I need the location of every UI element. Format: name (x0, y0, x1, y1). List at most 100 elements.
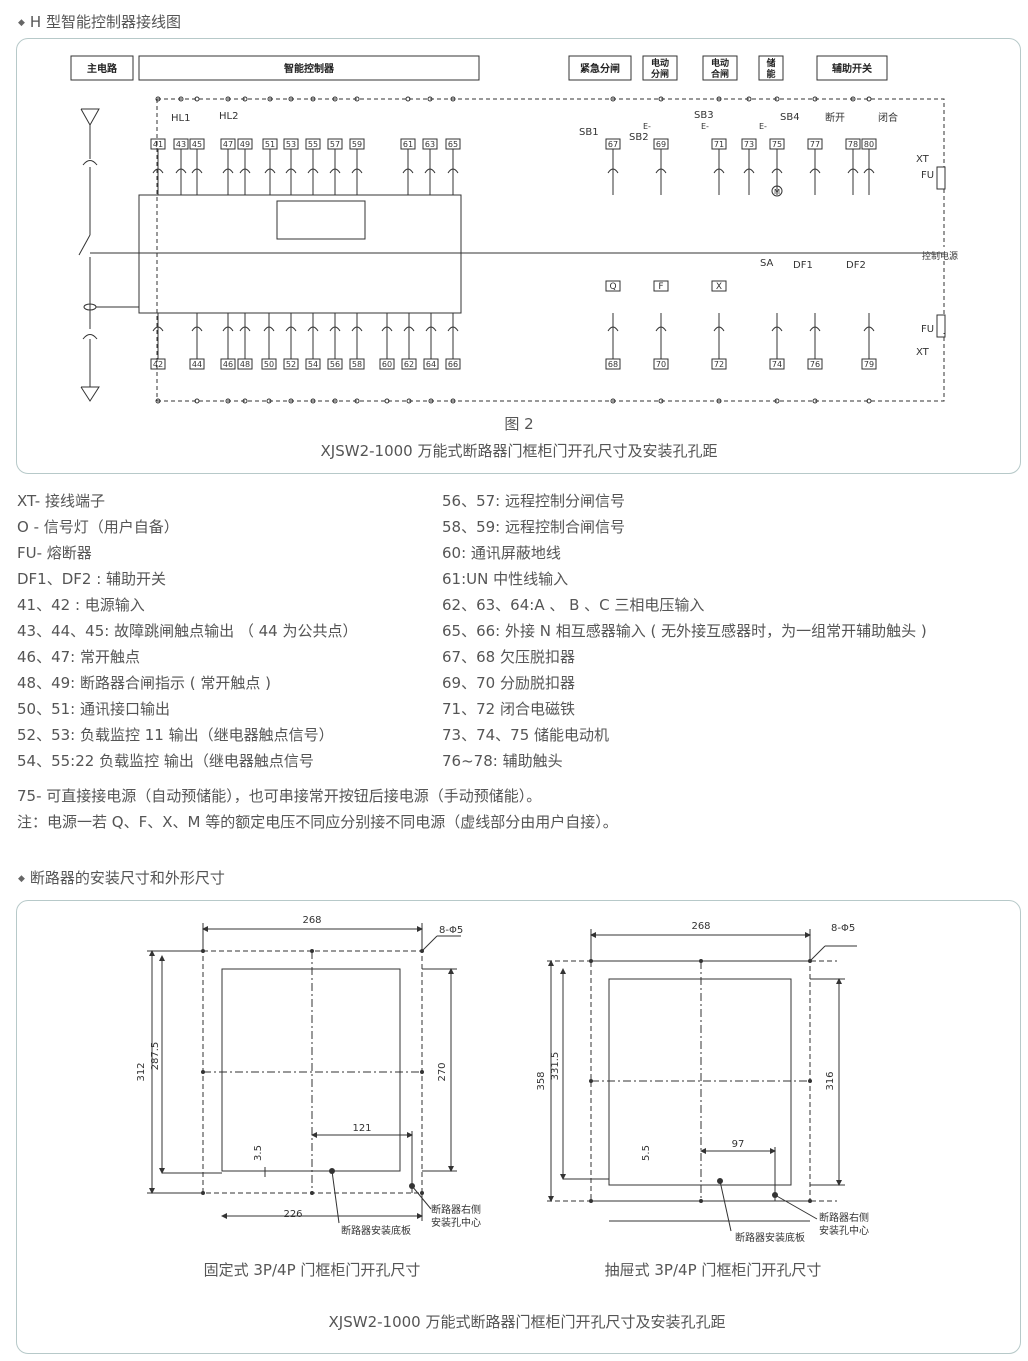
svg-text:X: X (716, 282, 722, 292)
terminal: 78 (845, 96, 861, 195)
fixed-type-drawing (147, 923, 461, 1224)
terminal: 56 (327, 313, 343, 404)
legend-item: 50、51: 通讯接口输出 (17, 700, 170, 718)
svg-text:断路器安装底板: 断路器安装底板 (341, 1224, 411, 1237)
svg-text:268: 268 (302, 915, 321, 926)
svg-text:97: 97 (732, 1139, 745, 1150)
terminal-label: 60 (382, 360, 392, 369)
svg-text:268: 268 (691, 921, 710, 932)
svg-text:M: M (774, 188, 780, 196)
svg-text:安装孔中心: 安装孔中心 (431, 1216, 481, 1229)
wiring-caption: XJSW2-1000 万能式断路器门框柜门开孔尺寸及安装孔孔距 (321, 442, 718, 460)
svg-text:断路器右侧: 断路器右侧 (431, 1203, 481, 1216)
terminal-label: 69 (656, 140, 666, 149)
terminal: 66 (445, 313, 461, 404)
terminal-label: 62 (404, 360, 414, 369)
terminal: 59 (349, 96, 365, 195)
dimensions-caption: XJSW2-1000 万能式断路器门框柜门开孔尺寸及安装孔孔距 (329, 1313, 726, 1331)
section-title-dimensions: ◆断路器的安装尺寸和外形尺寸 (18, 869, 225, 887)
legend-item: 46、47: 常开触点 (17, 648, 140, 666)
terminal: 61 (400, 96, 416, 195)
svg-text:分闸: 分闸 (651, 68, 669, 80)
terminal: 80 (861, 96, 877, 195)
terminal: 77 (807, 96, 823, 195)
legend-right: 56、57: 远程控制分闸信号 58、59: 远程控制合闸信号 60: 通讯屏蔽… (442, 488, 927, 774)
terminal: 79 (861, 313, 877, 404)
terminal-label: 48 (240, 360, 250, 369)
svg-text:XT: XT (916, 347, 930, 358)
section-title-wiring: ◆H 型智能控制器接线图 (18, 13, 181, 31)
legend-item: 41、42 : 电源输入 (17, 596, 145, 614)
svg-text:SB1: SB1 (579, 127, 599, 138)
terminal-label: 58 (352, 360, 362, 369)
terminal-label: 44 (192, 360, 202, 369)
terminal-label: 78 (848, 140, 858, 149)
terminal: 50 (261, 313, 277, 404)
terminal-label: 68 (608, 360, 618, 369)
svg-text:FU: FU (921, 324, 934, 335)
svg-text:闭合: 闭合 (878, 111, 898, 124)
terminal: 51 (262, 96, 278, 195)
wiring-diagram: 主电路 智能控制器 紧急分闸 电动 分闸 电动 合闸 储 能 辅助开关 HL1 … (70, 55, 958, 460)
terminal-label: 57 (330, 140, 340, 149)
terminal-label: 45 (192, 140, 202, 149)
terminal-label: 77 (810, 140, 820, 149)
svg-text:8-Φ5: 8-Φ5 (831, 923, 855, 934)
svg-text:287.5: 287.5 (150, 1042, 161, 1071)
legend-item: 69、70 分励脱扣器 (442, 674, 575, 692)
terminal: 64 (423, 313, 439, 404)
legend-item: FU- 熔断器 (17, 544, 92, 562)
legend-item: 54、55:22 负载监控 输出（继电器触点信号 (17, 752, 314, 770)
terminal: 68 (605, 313, 621, 404)
legend-item: 67、68 欠压脱扣器 (442, 648, 575, 666)
legend-item: DF1、DF2 : 辅助开关 (17, 570, 167, 588)
svg-text:控制电源: 控制电源 (922, 250, 958, 262)
svg-text:331.5: 331.5 (550, 1052, 561, 1081)
terminal: 52 (283, 313, 299, 404)
svg-text:安装孔中心: 安装孔中心 (819, 1224, 869, 1237)
svg-text:226: 226 (283, 1209, 302, 1220)
svg-text:储: 储 (766, 57, 775, 69)
terminal-label: 50 (264, 360, 274, 369)
terminal-label: 46 (223, 360, 233, 369)
terminal: 74 (769, 313, 785, 404)
svg-text:HL2: HL2 (219, 111, 238, 122)
dimensions-panel: 268 8-Φ5 312 287.5 270 121 3.5 226 断路器右侧… (16, 900, 1021, 1354)
svg-text:DF2: DF2 (846, 260, 866, 271)
svg-text:断路器右侧: 断路器右侧 (819, 1211, 869, 1224)
terminal: 58 (349, 313, 365, 404)
legend-item: O - 信号灯（用户自备） (17, 518, 179, 536)
svg-text:紧急分闸: 紧急分闸 (580, 62, 620, 75)
terminal: 70 (653, 313, 669, 404)
terminal-label: 65 (448, 140, 458, 149)
terminal: 67 (605, 96, 621, 195)
svg-text:Q: Q (609, 282, 616, 292)
terminal-label: 75 (772, 140, 782, 149)
svg-text:合闸: 合闸 (711, 68, 729, 80)
wiring-diagram-panel: 主电路 智能控制器 紧急分闸 电动 分闸 电动 合闸 储 能 辅助开关 HL1 … (16, 38, 1021, 474)
terminal-label: 70 (656, 360, 666, 369)
legend-item: 60: 通讯屏蔽地线 (442, 544, 561, 562)
svg-text:辅助开关: 辅助开关 (832, 62, 872, 75)
legend-item: 62、63、64:A 、 B 、C 三相电压输入 (442, 596, 705, 614)
terminal-label: 66 (448, 360, 458, 369)
terminal-label: 47 (223, 140, 233, 149)
svg-text:358: 358 (536, 1071, 547, 1090)
terminal-label: 51 (265, 140, 275, 149)
terminal-label: 76 (810, 360, 820, 369)
terminal: 69 (653, 96, 669, 195)
figure-label: 图 2 (504, 415, 533, 433)
terminal-label: 49 (240, 140, 250, 149)
svg-text:能: 能 (766, 68, 775, 80)
terminal: 72 (711, 313, 727, 404)
svg-text:SB4: SB4 (780, 112, 800, 123)
terminal-label: 73 (744, 140, 754, 149)
terminal-label: 61 (403, 140, 413, 149)
svg-text:SB3: SB3 (694, 110, 714, 121)
legend-item: 56、57: 远程控制分闸信号 (442, 492, 625, 510)
legend-item: 52、53: 负载监控 11 输出（继电器触点信号） (17, 726, 334, 744)
terminal: 60 (379, 313, 395, 404)
legend-item: 71、72 闭合电磁铁 (442, 700, 575, 718)
terminal-label: 63 (425, 140, 435, 149)
svg-text:316: 316 (825, 1071, 836, 1090)
